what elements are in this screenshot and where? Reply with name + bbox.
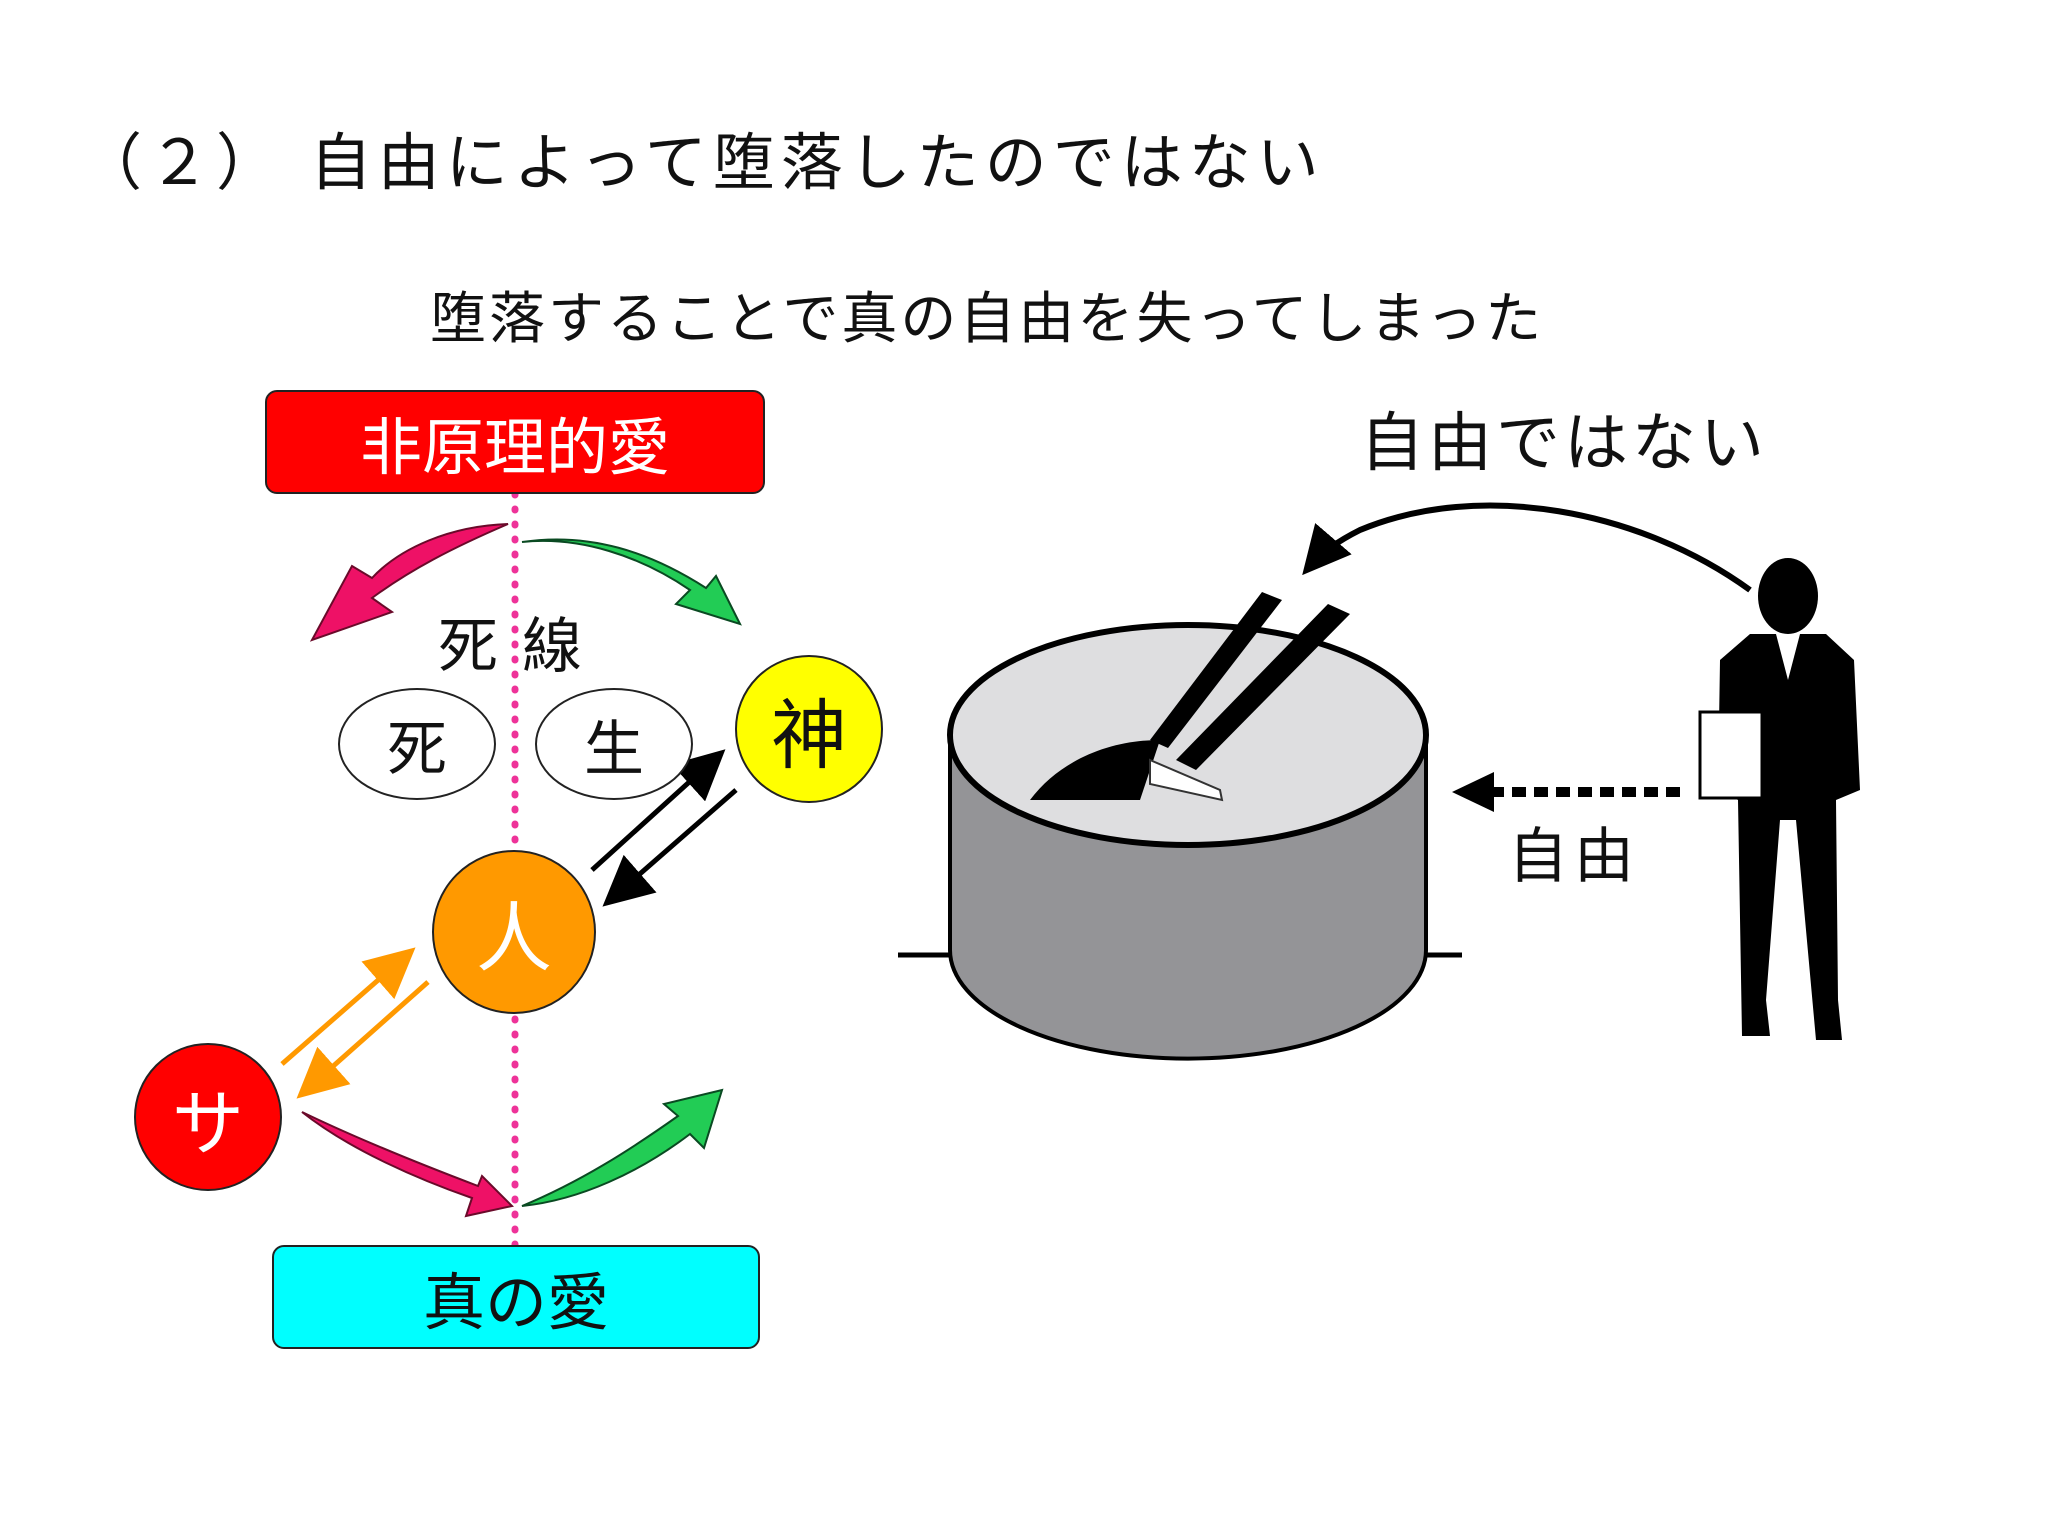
ellipse-life: 生	[535, 688, 693, 800]
label-not-free: 自由ではない	[1360, 407, 1768, 481]
arrow-god-to-human	[602, 788, 738, 907]
arrow-not-free	[1302, 502, 1752, 593]
node-satan: サ	[134, 1043, 282, 1191]
arrow-human-to-satan	[296, 980, 430, 1099]
top-green-arrow	[521, 538, 742, 626]
arrow-satan-to-human	[280, 947, 416, 1066]
death-line-label-right: 線	[522, 612, 582, 682]
label-box-unprincipled-love: 非原理的愛	[265, 390, 765, 494]
label-box-true-love: 真の愛	[272, 1245, 760, 1349]
arrow-free-head	[1452, 772, 1494, 812]
ellipse-death: 死	[338, 688, 496, 800]
death-line-label-left: 死	[438, 612, 498, 682]
node-god: 神	[735, 655, 883, 803]
page-heading: （２） 自由によって堕落したのではない	[80, 126, 1325, 199]
bottom-green-arrow	[521, 1088, 724, 1207]
top-pink-arrow	[309, 523, 509, 642]
cake-icon	[898, 622, 1462, 1061]
node-human: 人	[432, 850, 596, 1014]
knife-fork-icon	[1030, 592, 1350, 802]
page-subheading: 堕落することで真の自由を失ってしまった	[430, 287, 1545, 352]
label-free: 自由	[1508, 822, 1640, 892]
bottom-pink-arrow	[301, 1111, 515, 1218]
businessman-icon	[1698, 558, 1860, 1040]
arrow-human-to-god	[590, 749, 726, 872]
